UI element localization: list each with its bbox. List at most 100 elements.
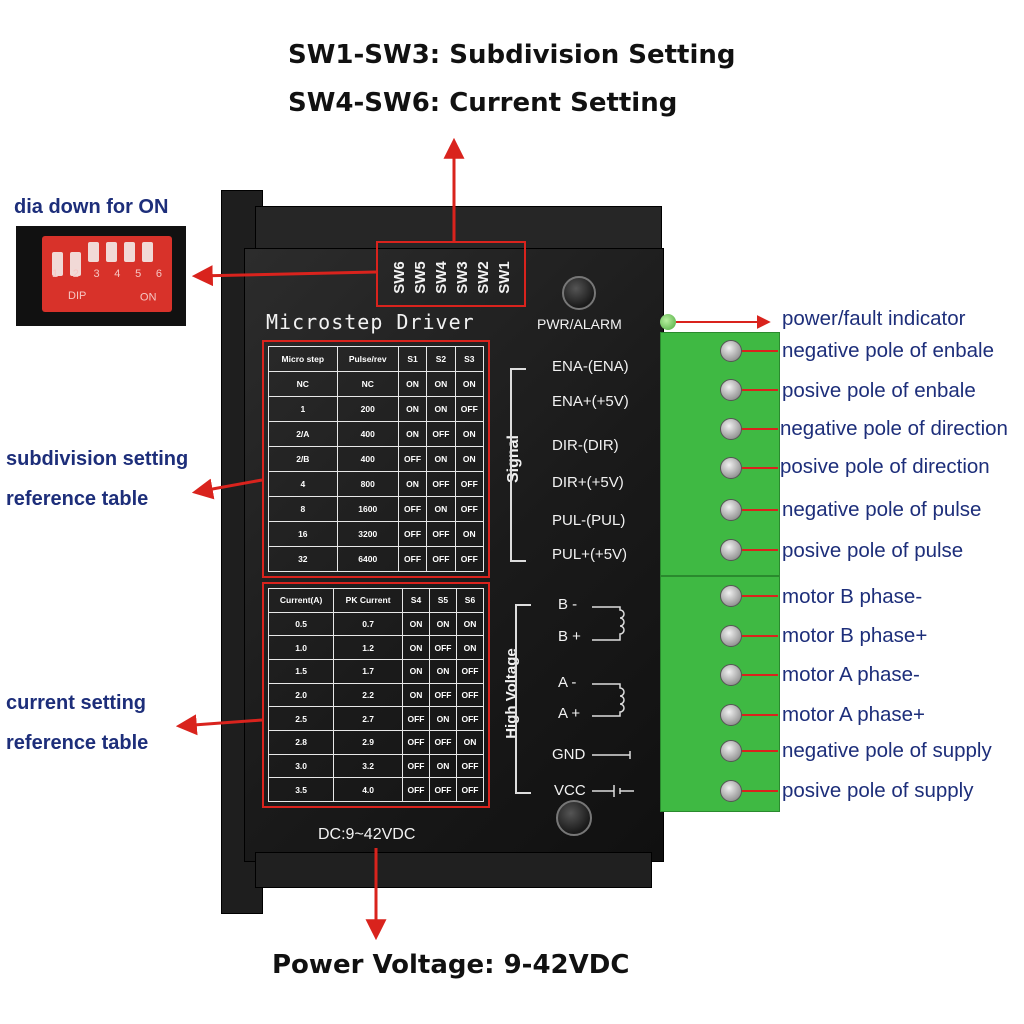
terminal-screw: [720, 585, 742, 607]
pin-label-b-minus: B -: [558, 596, 578, 613]
coil-a-icon: [592, 683, 625, 717]
terminal-screw: [720, 704, 742, 726]
table-cell: OFF: [428, 729, 457, 755]
dip-key: [106, 242, 117, 262]
pin-label-a-minus: A -: [558, 674, 577, 691]
terminal-screw: [720, 780, 742, 802]
table-cell: 0.5: [267, 611, 335, 637]
power-terminal-block: [660, 576, 780, 812]
table-header-cell: S6: [455, 588, 485, 613]
table-cell: ON: [397, 371, 428, 397]
driver-title: Microstep Driver: [266, 310, 475, 334]
table-cell: 2.8: [267, 729, 335, 755]
terminal-label-supply-pos: posive pole of supply: [782, 779, 974, 802]
table-header-cell: S1: [397, 346, 428, 372]
pin-label-ena-plus: ENA+(+5V): [552, 393, 629, 410]
terminal-label-b-minus: motor B phase-: [782, 585, 923, 608]
table-cell: OFF: [455, 706, 485, 731]
terminal-screw: [720, 418, 742, 440]
terminal-label-pul-neg: negative pole of pulse: [782, 498, 982, 521]
switch-labels-box: [376, 241, 526, 307]
table-cell: OFF: [402, 777, 430, 802]
table-cell: ON: [455, 611, 485, 637]
terminal-label-a-minus: motor A phase-: [782, 663, 920, 686]
table-cell: OFF: [428, 635, 457, 660]
table-cell: ON: [454, 446, 485, 472]
signal-bracket: [510, 368, 526, 562]
led-indicator: [660, 314, 676, 330]
table-cell: 2.7: [333, 706, 403, 731]
current-label-line1: current setting: [6, 692, 147, 714]
dip-key: [142, 242, 153, 262]
pin-label-a-plus: A +: [558, 705, 581, 722]
table-cell: ON: [454, 521, 485, 547]
terminal-leader-lines: [742, 350, 778, 792]
pin-label-gnd: GND: [552, 746, 586, 763]
dip-text: DIP: [68, 290, 87, 302]
top-mounting-screw: [562, 276, 596, 310]
table-cell: ON: [455, 635, 485, 660]
terminal-screw: [720, 340, 742, 362]
bottom-mounting-screw: [556, 800, 592, 836]
pwr-alarm-label: PWR/ALARM: [537, 316, 622, 332]
pin-label-dir-minus: DIR-(DIR): [552, 437, 619, 454]
table-cell: OFF: [455, 658, 485, 684]
current-label-line2: reference table: [6, 732, 149, 754]
terminal-label-supply-neg: negative pole of supply: [782, 739, 992, 762]
terminal-screw: [720, 499, 742, 521]
table-cell: ON: [428, 753, 457, 779]
table-cell: 1.0: [267, 635, 335, 660]
table-cell: 8: [268, 496, 338, 522]
table-cell: NC: [336, 371, 399, 397]
table-cell: ON: [402, 682, 430, 708]
headline-subdivision: SW1-SW3: Subdivision Setting: [288, 40, 736, 70]
terminal-screw: [720, 539, 742, 561]
dip-number: 6: [155, 268, 162, 280]
driver-bottom-edge: [255, 852, 652, 888]
pin-label-pul-minus: PUL-(PUL): [552, 512, 626, 529]
pin-label-vcc: VCC: [554, 782, 586, 799]
table-cell: 2/A: [268, 421, 338, 447]
dip-switch-photo: 1 2 3 4 5 6 DIP NO: [16, 226, 186, 326]
table-cell: ON: [428, 658, 457, 684]
terminal-label-dir-neg: negative pole of direction: [780, 417, 1008, 440]
driver-top-edge: [255, 206, 662, 254]
table-header-cell: S5: [428, 588, 457, 613]
table-header-cell: Current(A): [267, 588, 335, 613]
table-cell: 1.2: [333, 635, 403, 660]
headline-current: SW4-SW6: Current Setting: [288, 88, 678, 118]
dip-key: [52, 252, 63, 276]
table-cell: ON: [397, 421, 428, 447]
table-cell: OFF: [402, 729, 430, 755]
table-cell: OFF: [428, 682, 457, 708]
terminal-label-a-plus: motor A phase+: [782, 703, 926, 726]
table-cell: OFF: [426, 521, 456, 547]
table-cell: ON: [454, 371, 485, 397]
table-cell: ON: [428, 706, 457, 731]
table-cell: 1: [268, 396, 338, 422]
arrow-to-current-label: [175, 714, 263, 736]
table-cell: ON: [455, 729, 485, 755]
dip-key: [124, 242, 135, 262]
table-cell: 2.5: [267, 706, 335, 731]
table-cell: 400: [336, 421, 399, 447]
table-cell: ON: [402, 658, 430, 684]
table-cell: 2.0: [267, 682, 335, 708]
terminal-screw: [720, 379, 742, 401]
terminal-label-dir-pos: posive pole of direction: [780, 455, 990, 478]
terminal-screw: [720, 625, 742, 647]
table-cell: OFF: [402, 706, 430, 731]
table-cell: OFF: [455, 682, 485, 708]
